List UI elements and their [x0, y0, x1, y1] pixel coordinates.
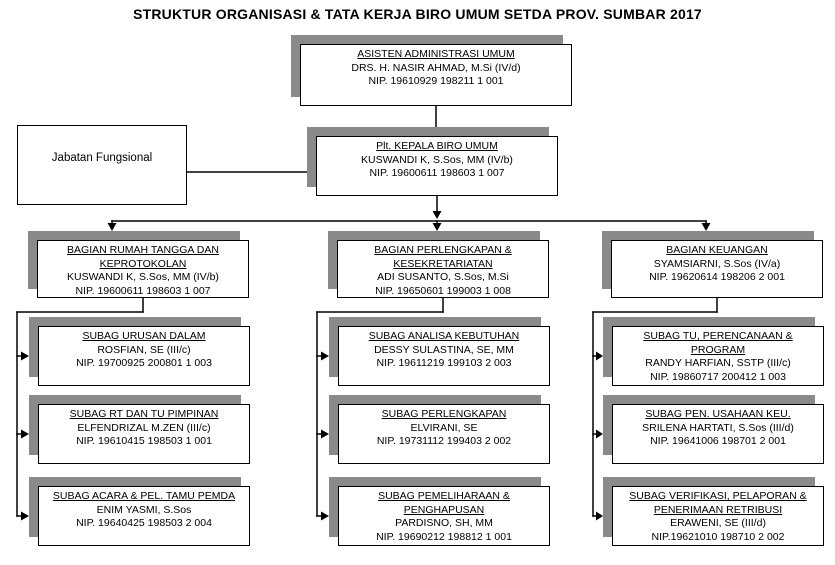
org-node-bagian-keuangan: BAGIAN KEUANGAN SYAMSIARNI, S.Sos (IV/a)… — [611, 240, 823, 298]
node-title: SUBAG URUSAN DALAM — [82, 330, 206, 342]
node-title: Jabatan Fungsional — [51, 152, 153, 164]
arrowhead-right-icon — [321, 351, 329, 361]
org-node-subag-rt-tu-pimpinan: SUBAG RT DAN TU PIMPINAN ELFENDRIZAL M.Z… — [38, 404, 250, 464]
node-person: DRS. H. NASIR AHMAD, M.Si (IV/d) — [351, 61, 521, 74]
arrowhead-down-icon — [107, 223, 117, 231]
node-person: DESSY SULASTINA, SE, MM — [374, 343, 514, 356]
node-title: SUBAG PEMELIHARAAN & PENGHAPUSAN — [378, 490, 510, 516]
arrowhead-down-icon — [432, 223, 442, 231]
node-nip: NIP. 19731112 199403 2 002 — [376, 435, 512, 447]
org-node-subag-pen-usahaan-keu: SUBAG PEN. USAHAAN KEU. SRILENA HARTATI,… — [612, 404, 824, 464]
org-node-kepala-biro-umum: Plt. KEPALA BIRO UMUM KUSWANDI K, S.Sos,… — [316, 136, 558, 196]
node-nip: NIP. 19611219 199103 2 003 — [376, 357, 512, 369]
org-node-bagian-rumah-tangga: BAGIAN RUMAH TANGGA DAN KEPROTOKOLAN KUS… — [37, 240, 249, 298]
org-node-subag-acara-tamu-pemda: SUBAG ACARA & PEL. TAMU PEMDA ENIM YASMI… — [38, 486, 250, 546]
node-person: KUSWANDI K, S.Sos, MM (IV/b) — [361, 153, 513, 166]
org-node-subag-pemeliharaan-penghapusan: SUBAG PEMELIHARAAN & PENGHAPUSAN PARDISN… — [338, 486, 550, 546]
node-title: BAGIAN PERLENGKAPAN & KESEKRETARIATAN — [374, 244, 512, 270]
org-node-subag-perlengkapan: SUBAG PERLENGKAPAN ELVIRANI, SE NIP. 197… — [338, 404, 550, 464]
node-person: ELVIRANI, SE — [410, 421, 478, 434]
node-title: SUBAG PERLENGKAPAN — [381, 408, 507, 420]
org-node-subag-verifikasi-pelaporan: SUBAG VERIFIKASI, PELAPORAN & PENERIMAAN… — [612, 486, 824, 546]
node-title: ASISTEN ADMINISTRASI UMUM — [357, 48, 515, 60]
node-title: Plt. KEPALA BIRO UMUM — [376, 140, 498, 152]
node-person: ENIM YASMI, S.Sos — [96, 503, 192, 516]
org-node-bagian-perlengkapan: BAGIAN PERLENGKAPAN & KESEKRETARIATAN AD… — [337, 240, 549, 298]
node-person: SYAMSIARNI, S.Sos (IV/a) — [653, 257, 781, 270]
node-title: SUBAG RT DAN TU PIMPINAN — [69, 408, 219, 420]
node-person: ROSFIAN, SE (III/c) — [97, 343, 191, 356]
arrowhead-down-icon — [431, 127, 441, 136]
node-person: ADI SUSANTO, S.Sos, M.Si — [377, 271, 509, 283]
org-node-subag-tu-perencanaan-program: SUBAG TU, PERENCANAAN & PROGRAM RANDY HA… — [612, 326, 824, 386]
arrowhead-down-icon — [432, 211, 442, 219]
node-title: BAGIAN RUMAH TANGGA DAN KEPROTOKOLAN — [67, 244, 219, 270]
node-nip: NIP. 19650601 199003 1 008 — [375, 284, 511, 297]
org-node-subag-urusan-dalam: SUBAG URUSAN DALAM ROSFIAN, SE (III/c) N… — [38, 326, 250, 386]
node-person: ERAWENI, SE (III/d) — [670, 517, 766, 529]
node-nip: NIP. 19640425 198503 2 004 — [76, 517, 212, 529]
node-nip: NIP. 19600611 198603 1 007 — [75, 284, 211, 297]
arrowhead-right-icon — [596, 429, 603, 439]
node-nip: NIP. 19620614 198206 2 001 — [649, 271, 785, 283]
node-nip: NIP. 19610415 198503 1 001 — [76, 435, 212, 447]
arrowhead-right-icon — [21, 351, 29, 361]
node-person: ELFENDRIZAL M.ZEN (III/c) — [77, 421, 211, 434]
org-node-jabatan-fungsional: Jabatan Fungsional — [17, 125, 187, 205]
node-person: KUSWANDI K, S.Sos, MM (IV/b) — [67, 271, 219, 283]
org-node-asisten-administrasi-umum: ASISTEN ADMINISTRASI UMUM DRS. H. NASIR … — [300, 44, 572, 106]
arrowhead-down-icon — [701, 223, 711, 231]
arrowhead-right-icon — [596, 511, 603, 521]
node-nip: NIP. 19641006 198701 2 001 — [650, 435, 786, 447]
node-nip: NIP. 19600611 198603 1 007 — [369, 167, 505, 179]
node-nip: NIP. 19860717 200412 1 003 — [650, 370, 786, 383]
arrowhead-right-icon — [321, 429, 329, 439]
node-title: SUBAG ANALISA KEBUTUHAN — [368, 330, 520, 342]
node-title: BAGIAN KEUANGAN — [666, 244, 768, 256]
node-nip: NIP.19621010 198710 2 002 — [651, 530, 785, 543]
node-title: SUBAG PEN. USAHAAN KEU. — [645, 408, 791, 420]
node-nip: NIP. 19610929 198211 1 001 — [368, 75, 504, 87]
node-nip: NIP. 19700925 200801 1 003 — [76, 357, 212, 369]
connector-group — [16, 105, 718, 521]
arrowhead-right-icon — [21, 511, 29, 521]
node-person: SRILENA HARTATI, S.Sos (III/d) — [642, 421, 794, 434]
node-title: SUBAG VERIFIKASI, PELAPORAN & PENERIMAAN… — [629, 490, 807, 516]
node-person: PARDISNO, SH, MM — [395, 517, 493, 529]
arrowhead-right-icon — [321, 511, 329, 521]
node-person: RANDY HARFIAN, SSTP (III/c) — [645, 357, 791, 369]
page-title: STRUKTUR ORGANISASI & TATA KERJA BIRO UM… — [133, 6, 702, 22]
arrowhead-right-icon — [21, 429, 29, 439]
arrowhead-right-icon — [596, 351, 603, 361]
node-title: SUBAG ACARA & PEL. TAMU PEMDA — [52, 490, 236, 502]
org-node-subag-analisa-kebutuhan: SUBAG ANALISA KEBUTUHAN DESSY SULASTINA,… — [338, 326, 550, 386]
node-nip: NIP. 19690212 198812 1 001 — [376, 530, 512, 543]
node-title: SUBAG TU, PERENCANAAN & PROGRAM — [643, 330, 793, 356]
